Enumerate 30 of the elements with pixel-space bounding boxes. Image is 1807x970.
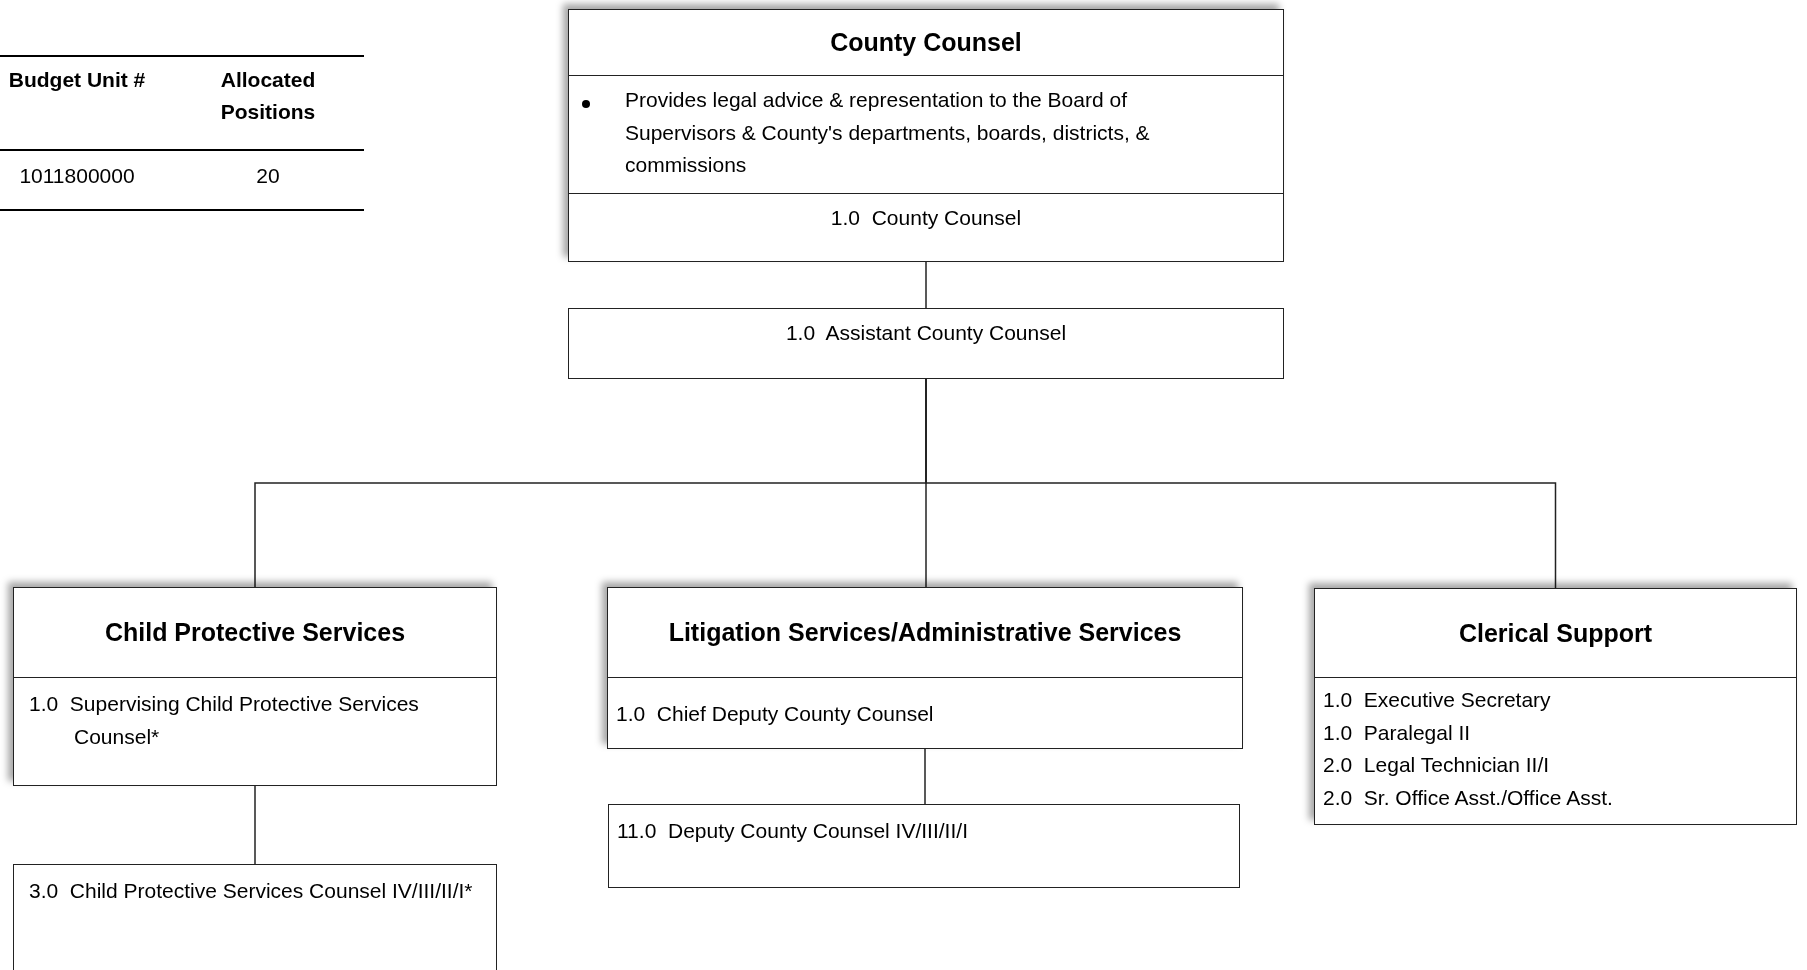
box-heading: County Counsel bbox=[830, 28, 1022, 57]
position-text: 2.0 Sr. Office Asst./Office Asst. bbox=[1323, 784, 1614, 811]
box-heading: Litigation Services/Administrative Services bbox=[668, 618, 1182, 647]
org-box bbox=[568, 308, 1284, 379]
org-box bbox=[13, 587, 497, 786]
org-box bbox=[568, 9, 1284, 262]
position-text: 2.0 Legal Technician II/I bbox=[1323, 752, 1551, 779]
connector-line bbox=[925, 261, 927, 309]
connector-line bbox=[924, 748, 926, 805]
table-cell-text: Allocated Positions bbox=[219, 67, 317, 125]
org-box bbox=[13, 864, 497, 970]
org-box bbox=[1314, 588, 1797, 825]
position-text: 1.0 Executive Secretary bbox=[1323, 687, 1552, 713]
position-text: 1.0 Paralegal II bbox=[1323, 719, 1472, 746]
position-text: 1.0 Chief Deputy County Counsel bbox=[616, 700, 934, 727]
org-box bbox=[608, 804, 1240, 888]
connector-line bbox=[925, 378, 1557, 589]
box-heading: Clerical Support bbox=[1458, 618, 1653, 648]
position-text: 1.0 Assistant County Counsel bbox=[784, 320, 1068, 346]
position-text: 11.0 Deputy County Counsel IV/III/II/I bbox=[616, 818, 969, 844]
table-cell-text: 20 bbox=[255, 163, 281, 189]
position-text: 1.0 Supervising Child Protective Services Counsel* bbox=[28, 691, 420, 750]
connector-line bbox=[254, 785, 256, 865]
table-cell-text: Budget Unit # bbox=[8, 67, 146, 93]
table-cell-text: 1011800000 bbox=[18, 163, 136, 189]
org-box bbox=[607, 587, 1243, 749]
position-text: 3.0 Child Protective Services Counsel IV/III/II/I* bbox=[28, 878, 474, 904]
box-heading: Child Protective Services bbox=[104, 618, 406, 647]
description-text: Provides legal advice & representation to the Board of Supervisors & County's departments, boards, districts, & commissions bbox=[625, 87, 1151, 179]
position-text: 1.0 County Counsel bbox=[829, 205, 1023, 231]
